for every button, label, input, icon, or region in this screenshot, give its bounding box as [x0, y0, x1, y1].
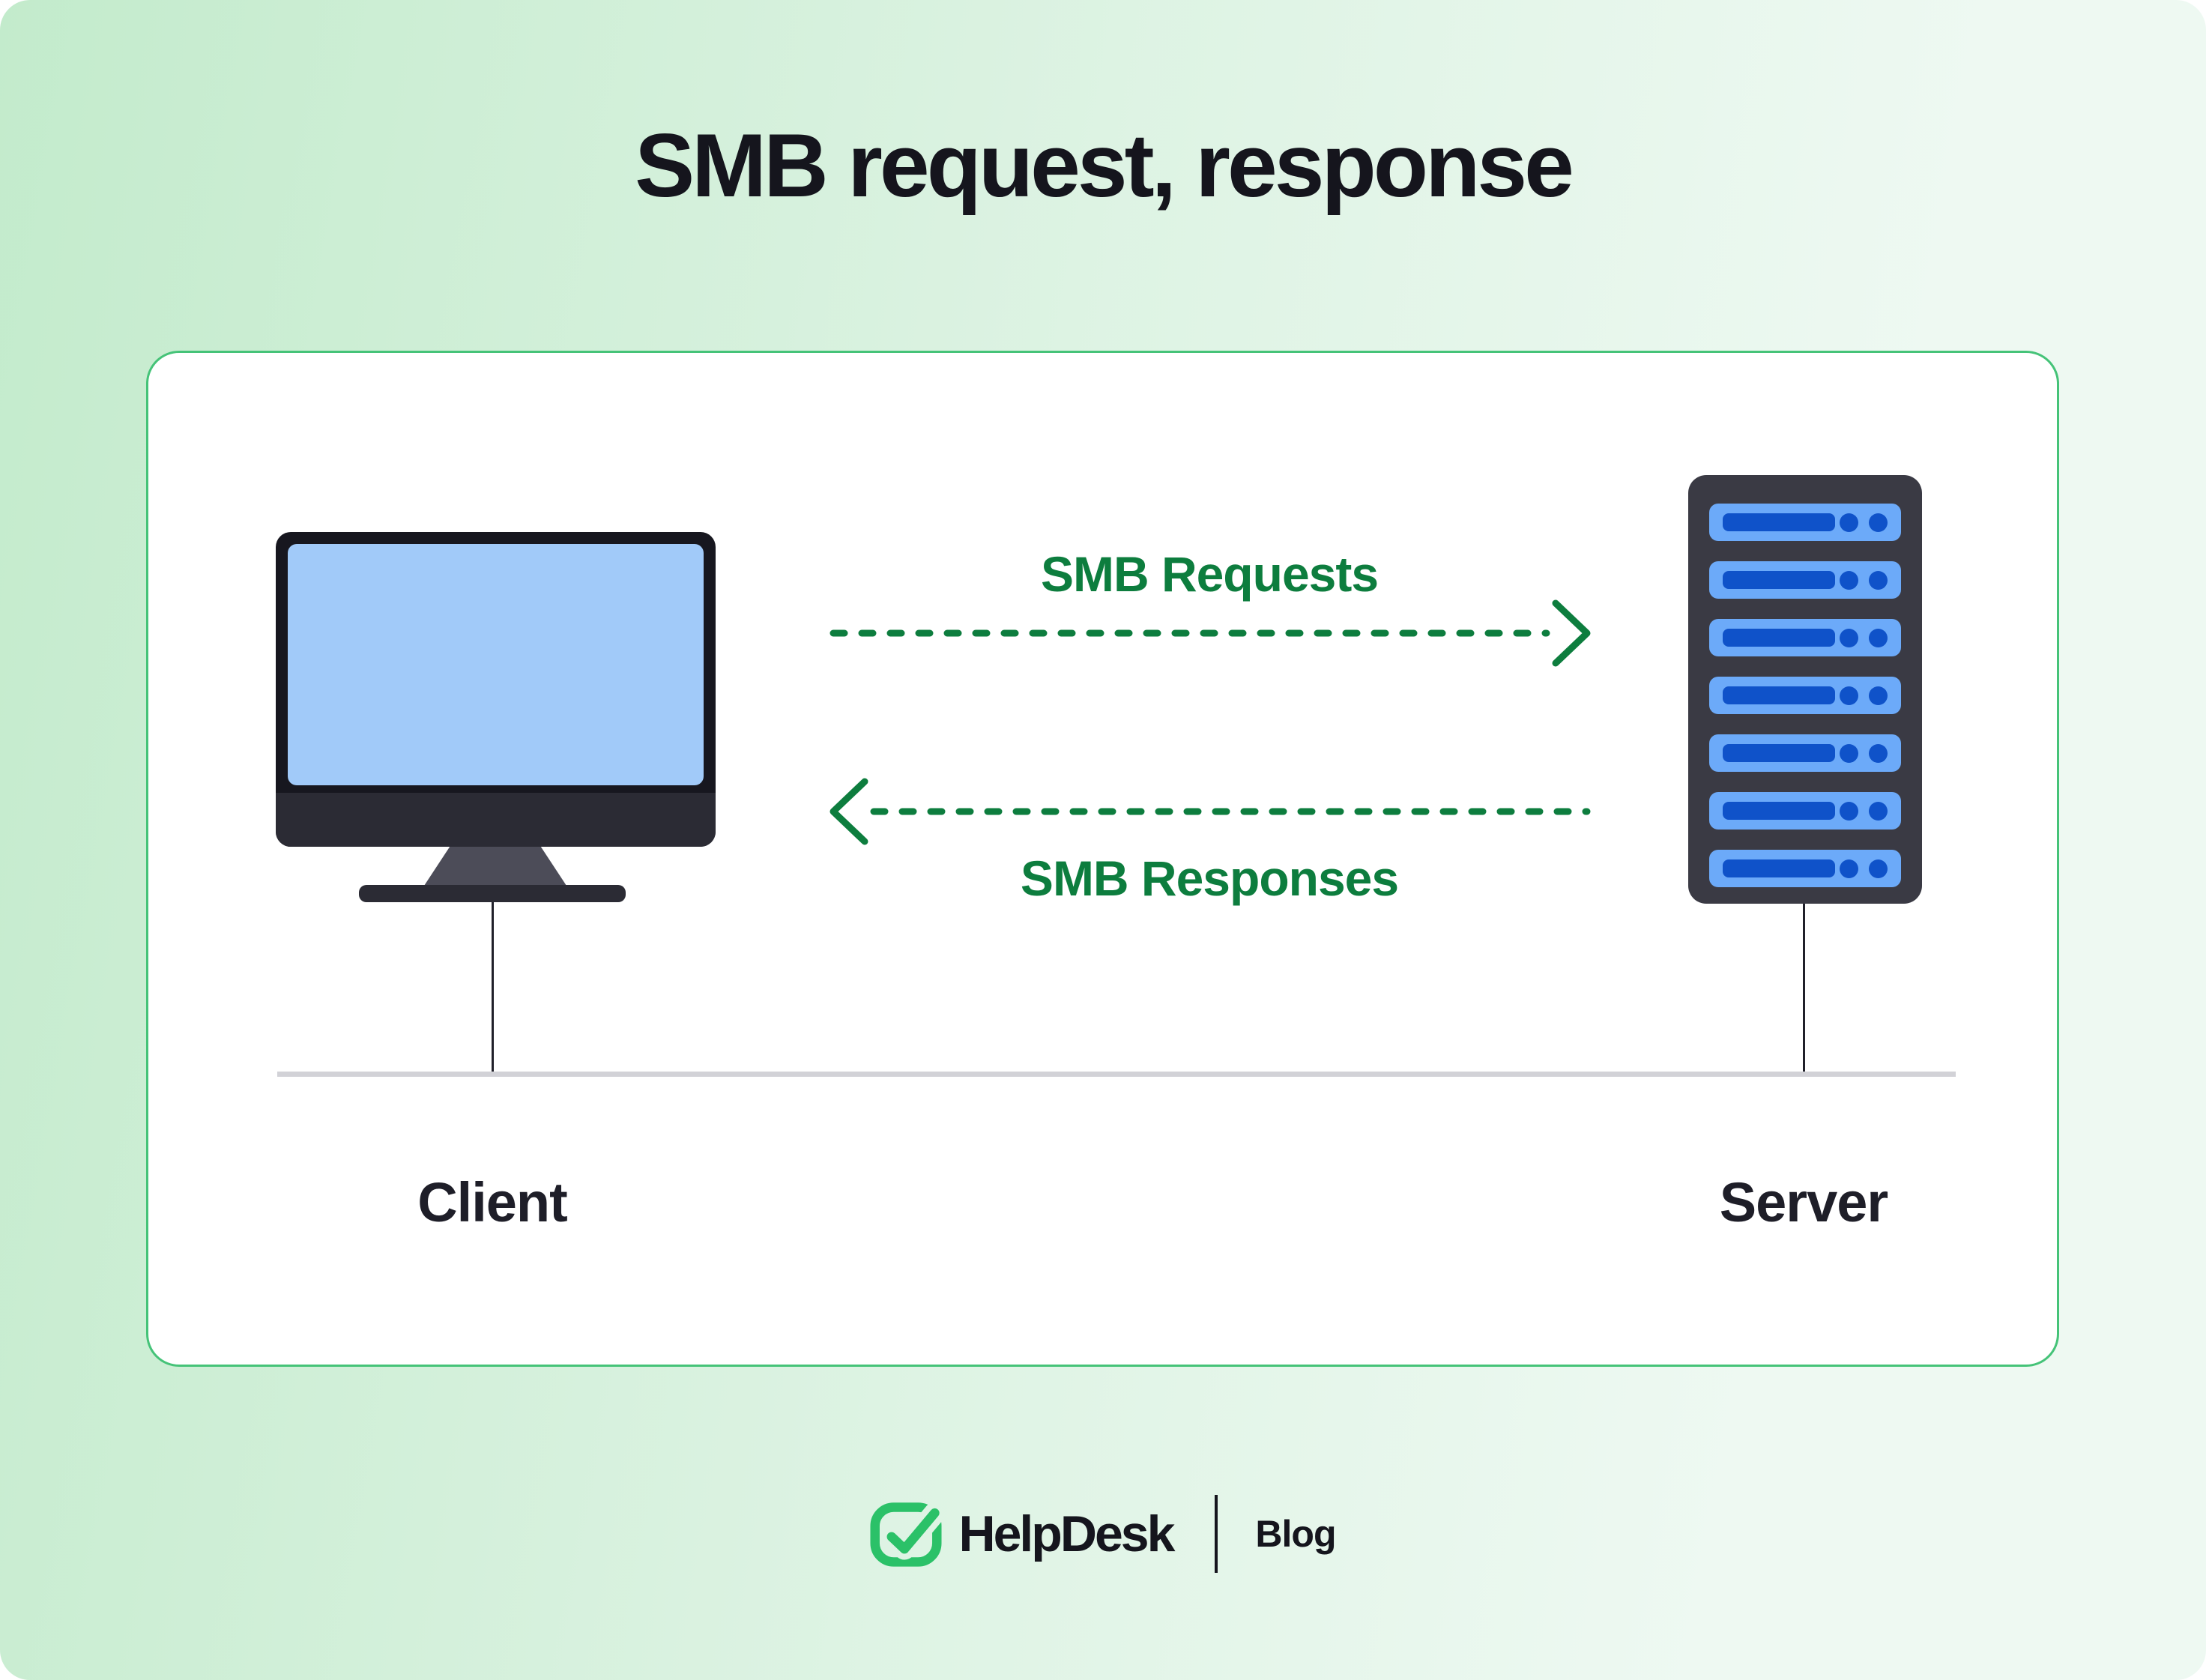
server-slat-dot — [1869, 513, 1888, 532]
server-slat-dot — [1869, 744, 1888, 763]
page-title: SMB request, response — [635, 115, 1574, 216]
server-slat-dot — [1869, 629, 1888, 647]
blog-label: Blog — [1255, 1513, 1336, 1555]
server-slat-bar — [1723, 802, 1835, 820]
server-slat-bar — [1723, 686, 1835, 704]
smb-responses-label: SMB Responses — [1020, 850, 1399, 906]
footer-divider — [1215, 1495, 1218, 1573]
brand-name: HelpDesk — [958, 1505, 1175, 1562]
server-slat — [1709, 561, 1901, 599]
server-slat — [1709, 619, 1901, 656]
server-slat — [1709, 734, 1901, 772]
network-bus-line — [277, 1072, 1956, 1077]
server-slat — [1709, 677, 1901, 714]
server-slat-dot — [1869, 802, 1888, 821]
monitor-stand-base — [359, 885, 626, 902]
monitor-screen — [288, 544, 704, 785]
server-slat-dot — [1840, 859, 1858, 878]
server-slat-dot — [1840, 513, 1858, 532]
server-label: Server — [1719, 1171, 1888, 1233]
server-slat-bar — [1723, 629, 1835, 647]
server-slat-dot — [1840, 571, 1858, 590]
server-slat — [1709, 850, 1901, 887]
server-slat-dot — [1869, 859, 1888, 878]
monitor-stand-neck — [424, 847, 566, 886]
server-slat-dot — [1869, 686, 1888, 705]
client-label: Client — [417, 1171, 568, 1233]
server-slat-dot — [1840, 744, 1858, 763]
footer-brand: HelpDesk Blog — [0, 1495, 2206, 1573]
server-slat-bar — [1723, 744, 1835, 762]
server-slats — [1709, 504, 1901, 887]
server-slat-dot — [1869, 571, 1888, 590]
client-network-wire — [492, 902, 494, 1076]
smb-requests-label: SMB Requests — [1040, 546, 1379, 602]
server-slat — [1709, 504, 1901, 541]
checkmark-icon — [870, 1502, 943, 1567]
server-slat — [1709, 792, 1901, 830]
server-slat-dot — [1840, 686, 1858, 705]
server-slat-bar — [1723, 571, 1835, 589]
server-network-wire — [1803, 904, 1805, 1076]
monitor-chin — [276, 793, 716, 847]
server-slat-bar — [1723, 513, 1835, 531]
server-slat-dot — [1840, 802, 1858, 821]
server-slat-dot — [1840, 629, 1858, 647]
server-slat-bar — [1723, 859, 1835, 877]
